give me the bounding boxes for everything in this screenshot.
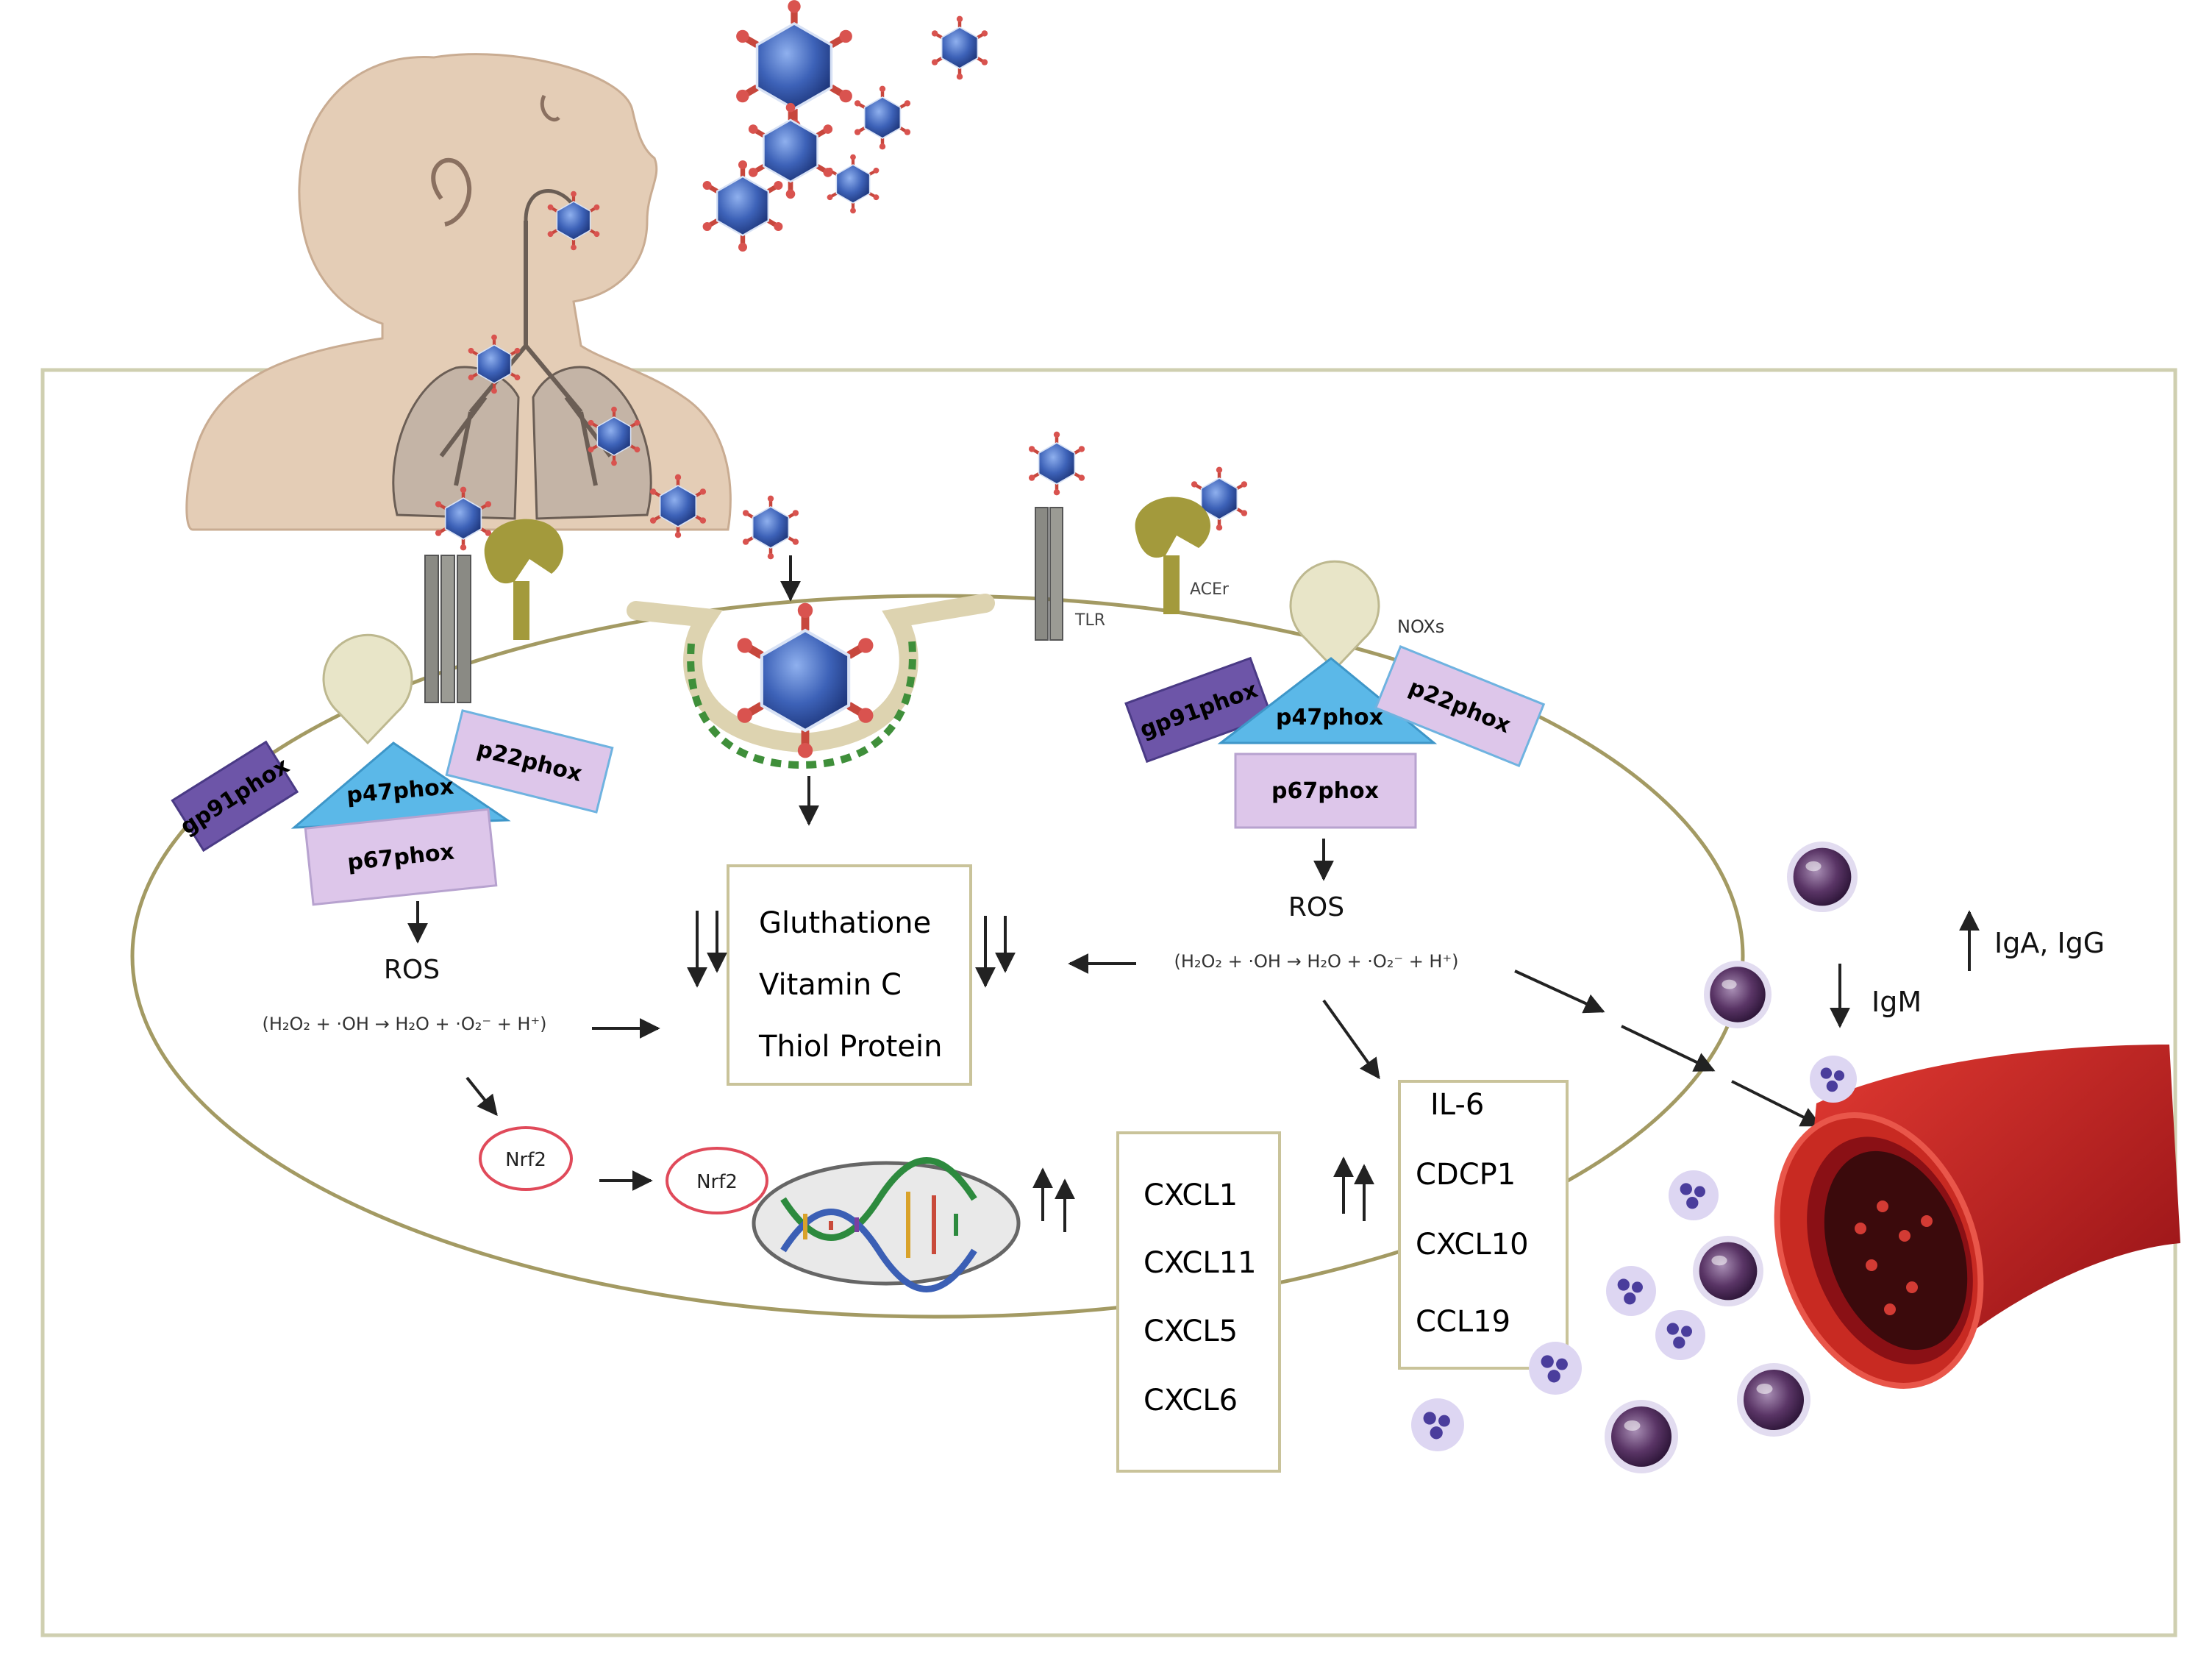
- cytokine-il6: IL-6: [1430, 1088, 1484, 1122]
- reaction-left: (H₂O₂ + ·OH → H₂O + ·O₂⁻ + H⁺): [262, 1014, 546, 1034]
- ace-label: ACEr: [1190, 580, 1230, 599]
- child-lungs-icon: [185, 53, 732, 531]
- p47phox-right-label: p47phox: [1276, 705, 1383, 730]
- chemokine-cxcl6: CXCL6: [1144, 1384, 1238, 1417]
- nox-label: NOXs: [1397, 616, 1444, 637]
- p22phox-left: [445, 709, 614, 814]
- ace-receptor-left: [484, 519, 564, 640]
- cell-membrane: [130, 594, 1745, 1319]
- chemokine-cxcl11: CXCL11: [1144, 1246, 1257, 1280]
- p22phox-right: [1374, 644, 1546, 768]
- gp91phox-right: [1124, 656, 1273, 764]
- iga-igg-label: IgA, IgG: [1994, 927, 2105, 959]
- reaction-right: (H₂O₂ + ·OH → H₂O + ·O₂⁻ + H⁺): [1174, 951, 1458, 972]
- p67phox-right: [1234, 753, 1417, 829]
- diagram-frame: [40, 368, 2177, 1637]
- tlr-receptor-left: [424, 555, 471, 703]
- arrow-ros-to-vessel-1: [1514, 970, 1605, 1014]
- arrow-ros-to-vessel-3: [1731, 1080, 1822, 1127]
- endocytosis-pit: [627, 603, 995, 765]
- ros-left: ROS: [384, 955, 440, 985]
- antioxidant-box: [727, 864, 972, 1086]
- p67phox-left: [304, 808, 498, 906]
- nox-pacman-left: [322, 633, 413, 745]
- antioxidant-vitamin-c: Vitamin C: [759, 968, 902, 1002]
- up-arrows-right-cytokines: [1333, 1156, 1374, 1221]
- chemokine-cxcl5: CXCL5: [1144, 1315, 1238, 1348]
- chemokine-cxcl1: CXCL1: [1144, 1178, 1238, 1212]
- ros-right: ROS: [1288, 892, 1344, 922]
- nrf2-nucleus-label: Nrf2: [696, 1171, 738, 1193]
- cytokine-cdcp1: CDCP1: [1416, 1158, 1516, 1192]
- dna-icon: [752, 1157, 1021, 1292]
- nox-pacman-right: [1289, 560, 1380, 672]
- tlr-label: TLR: [1074, 611, 1105, 630]
- down-arrows-antiox-left: [687, 911, 727, 988]
- igm-label: IgM: [1872, 986, 1922, 1018]
- up-arrows-left-chemokines: [1032, 1167, 1075, 1232]
- arrow-ros-to-nrf2: [465, 1076, 498, 1117]
- p67phox-right-label: p67phox: [1271, 778, 1379, 804]
- ace-receptor-right: [1135, 497, 1211, 614]
- nrf2-nucleus: [666, 1147, 768, 1214]
- arrow-ros-to-vessel-2: [1621, 1025, 1716, 1072]
- nrf2-cytoplasm-label: Nrf2: [505, 1149, 546, 1171]
- tlr-receptor-right: [1035, 507, 1063, 641]
- cytokine-box-right: [1398, 1080, 1569, 1370]
- nrf2-cytoplasm: [479, 1126, 573, 1191]
- blood-vessel-icon: [1774, 1045, 2180, 1389]
- cytokine-cxcl10: CXCL10: [1416, 1228, 1529, 1262]
- chemokine-box-left: [1116, 1131, 1281, 1473]
- down-arrows-antiox-right: [975, 916, 1016, 988]
- gp91phox-left: [171, 740, 299, 853]
- antioxidant-thiol-protein: Thiol Protein: [758, 1030, 942, 1064]
- arrow-ros-to-cytokines: [1322, 999, 1380, 1080]
- cytokine-ccl19: CCL19: [1416, 1305, 1510, 1339]
- antioxidant-gluthatione: Gluthatione: [759, 906, 931, 940]
